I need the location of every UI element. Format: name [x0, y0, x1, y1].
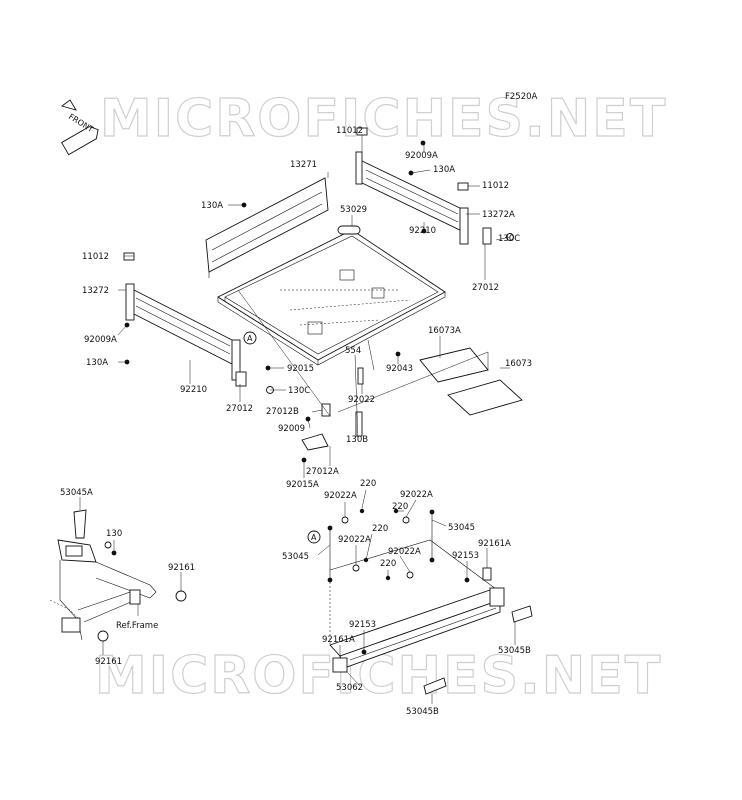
label-53045B-low: 53045B [406, 707, 439, 717]
tailgate-assembly [329, 512, 533, 695]
label-92022A-b: 92022A [400, 490, 433, 500]
label-27012B: 27012B [266, 407, 299, 417]
label-554: 554 [345, 346, 361, 356]
label-220-b: 220 [392, 502, 408, 512]
label-130: 130 [106, 529, 122, 539]
label-220-d: 220 [380, 559, 396, 569]
label-53062: 53062 [336, 683, 363, 693]
label-92009A-top: 92009A [405, 151, 438, 161]
label-130C-left: 130C [288, 386, 310, 396]
label-130C-right: 130C [498, 234, 520, 244]
label-53045-right: 53045 [448, 523, 475, 533]
label-130A-lower: 130A [86, 358, 108, 368]
label-53029: 53029 [340, 205, 367, 215]
label-16073: 16073 [505, 359, 532, 369]
label-53045A: 53045A [60, 488, 93, 498]
label-92022A-a: 92022A [324, 491, 357, 501]
mat-16073A [419, 347, 489, 383]
label-13271: 13271 [290, 160, 317, 170]
label-13272A: 13272A [482, 210, 515, 220]
watermark-top: MICROFICHES.NET [100, 89, 667, 149]
callout-a-lower-label: A [311, 533, 317, 542]
label-92161A-right: 92161A [478, 539, 511, 549]
label-11012-right: 11012 [482, 181, 509, 191]
label-92210-right: 92210 [409, 226, 436, 236]
ref-frame-label: Ref.Frame [116, 621, 158, 631]
diagram-id: F2520A [505, 92, 538, 102]
label-27012-right: 27012 [472, 283, 499, 293]
label-92009A-left: 92009A [84, 335, 117, 345]
callout-a-upper [243, 331, 257, 345]
label-92009: 92009 [278, 424, 305, 434]
floor-grid [280, 269, 411, 335]
label-220-top: 220 [360, 479, 376, 489]
label-92161-left: 92161 [95, 657, 122, 667]
side-panel-13272A [355, 151, 469, 245]
cargo-bed-floor [217, 229, 446, 366]
label-130A-right: 130A [433, 165, 455, 175]
label-92015A: 92015A [286, 480, 319, 490]
label-27012-left: 27012 [226, 404, 253, 414]
label-92022A-c: 92022A [338, 535, 371, 545]
label-130B: 130B [346, 435, 368, 445]
upper-leaders [117, 135, 511, 478]
label-130A-left: 130A [201, 201, 223, 211]
label-27012A: 27012A [306, 467, 339, 477]
label-92161-right: 92161 [168, 563, 195, 573]
label-92153-low: 92153 [349, 620, 376, 630]
rear-panel-13271 [205, 177, 361, 278]
label-92161A-left: 92161A [322, 635, 355, 645]
label-16073A: 16073A [428, 326, 461, 336]
side-panel-13272 [125, 283, 247, 387]
front-arrow-icon [61, 99, 99, 156]
label-92043: 92043 [386, 364, 413, 374]
label-11012-left: 11012 [82, 252, 109, 262]
label-92022A-d: 92022A [388, 547, 421, 557]
callout-a-lower [307, 530, 321, 544]
label-92210-left: 92210 [180, 385, 207, 395]
label-92153-top: 92153 [452, 551, 479, 561]
label-13272: 13272 [82, 286, 109, 296]
lower-left-leaders [79, 497, 182, 655]
label-53045-left: 53045 [282, 552, 309, 562]
label-53045B-right: 53045B [498, 646, 531, 656]
callout-a-upper-label: A [247, 334, 253, 343]
lower-right-leaders [317, 489, 516, 704]
label-11012-top: 11012 [336, 126, 363, 136]
mat-16073 [447, 379, 523, 416]
front-label: FRONT [67, 112, 95, 134]
upper-hardware [123, 127, 514, 463]
label-92022: 92022 [348, 395, 375, 405]
label-220-c: 220 [372, 524, 388, 534]
label-92015: 92015 [287, 364, 314, 374]
